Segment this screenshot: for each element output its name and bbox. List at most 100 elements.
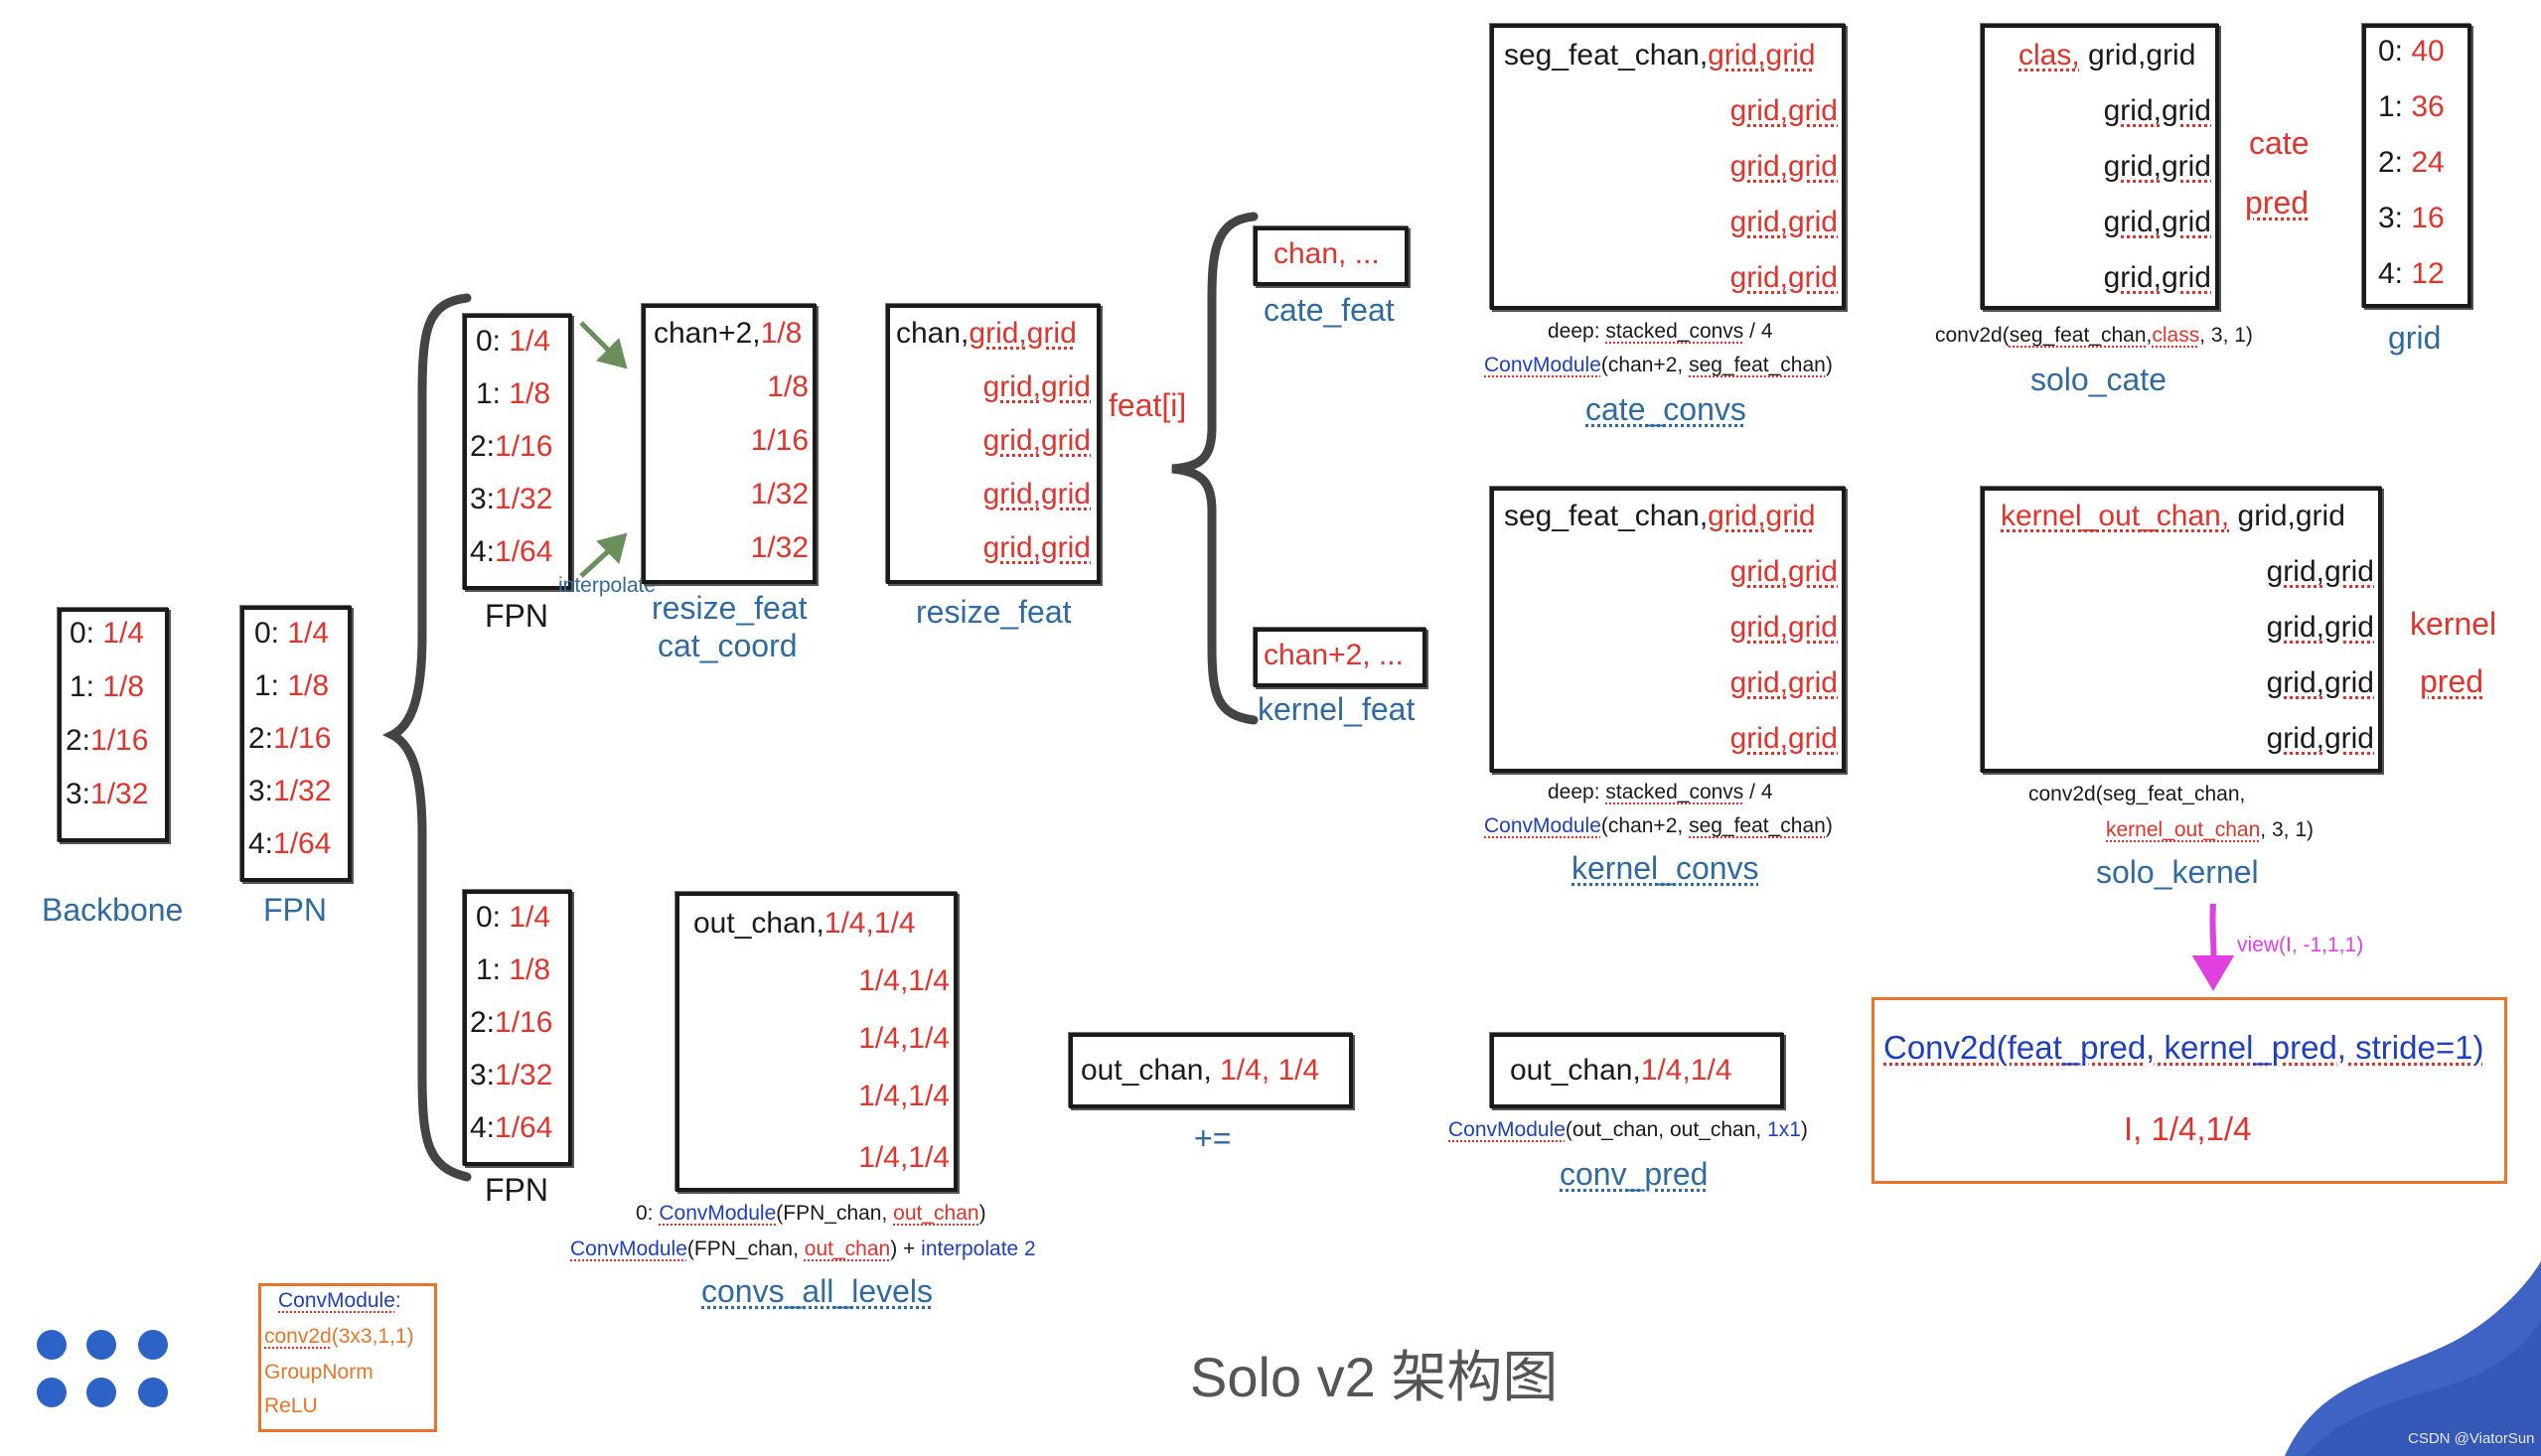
cate-convs-label: cate_convs [1585,391,1746,427]
fpn-bottom-row-2: 2:1/16 [470,1006,553,1039]
resize-cat-row-0: chan+2,1/8 [654,317,803,350]
fpn-main-label: FPN [263,892,327,928]
solo-kernel-note-2: kernel_out_chan, 3, 1) [2106,818,2314,841]
solo-kernel-note-1: conv2d(seg_feat_chan, [2028,783,2246,805]
fpn-bottom-label: FPN [485,1172,548,1208]
grid-row-4: 4: 12 [2378,257,2445,290]
fpn-top-row-3: 3:1/32 [470,483,553,515]
fpn-top-row-4: 4:1/64 [470,535,553,568]
kernel-convs-label: kernel_convs [1571,850,1759,886]
convs-all-levels-note-2: ConvModule(FPN_chan, out_chan) + interpo… [570,1238,1036,1260]
fpn-top-label: FPN [485,598,548,634]
resize-feat-row-2: grid,grid [982,424,1091,457]
solo-kernel-side-2: pred [2420,663,2484,699]
fpn-main-row-0: 0: 1/4 [254,617,330,650]
resize-cat-row-4: 1/32 [750,531,809,564]
kernel-feat-label: kernel_feat [1258,691,1416,727]
kernel-feat-text: chan+2, ... [1264,639,1404,671]
solo-kernel-row-1: grid,grid [2266,555,2374,588]
cate-feat-box [1254,226,1409,286]
solo-kernel-box [1981,487,2382,773]
cate-convs-row-0: seg_feat_chan,grid,grid [1504,39,1816,72]
convs-all-levels-row-3: 1/4,1/4 [858,1080,950,1112]
resize-feat-box [886,304,1101,584]
solo-cate-row-3: grid,grid [2103,206,2211,238]
backbone-row-0: 0: 1/4 [70,617,145,650]
cate-convs-row-2: grid,grid [1729,150,1838,183]
resize-cat-row-2: 1/16 [750,424,809,457]
convs-all-levels-row-2: 1/4,1/4 [858,1022,950,1055]
convs-all-levels-label: convs_all_levels [701,1273,934,1309]
legend-line-1: conv2d(3x3,1,1) [264,1325,414,1348]
logo-dots [37,1330,168,1407]
final-box [1871,997,2507,1184]
backbone-row-3: 3:1/32 [66,778,149,810]
solo-cate-row-0: clas, grid,grid [2018,39,2196,72]
resize-cat-label-1: resize_feat [652,590,808,626]
solo-kernel-row-3: grid,grid [2266,666,2374,699]
legend-title: ConvModule: [278,1289,401,1312]
cate-convs-row-1: grid,grid [1729,94,1838,127]
cate-convs-note-1: deep: stacked_convs / 4 [1548,320,1773,343]
fpn-bottom-row-0: 0: 1/4 [476,901,551,934]
solo-kernel-label: solo_kernel [2096,854,2259,890]
fpn-bottom-row-4: 4:1/64 [470,1111,553,1144]
solo-kernel-row-0: kernel_out_chan, grid,grid [2001,500,2345,532]
resize-cat-row-3: 1/32 [750,478,809,510]
grid-row-3: 3: 16 [2378,202,2445,234]
page-title: Solo v2 架构图 [1190,1346,1559,1408]
conv-pred-box [1490,1033,1784,1108]
resize-feat-row-4: grid,grid [982,531,1091,564]
grid-box [2362,24,2471,308]
fpn-top-row-2: 2:1/16 [470,430,553,463]
legend-line-3: ReLU [264,1394,318,1417]
view-label: view(I, -1,1,1) [2237,934,2364,956]
resize-feat-row-0: chan,grid,grid [896,317,1077,350]
convs-all-levels-box [675,892,958,1192]
kernel-convs-note-1: deep: stacked_convs / 4 [1548,781,1773,803]
kernel-convs-box [1490,487,1846,773]
feat-i-label: feat[i] [1109,387,1187,423]
legend-box [258,1283,437,1432]
grid-label: grid [2388,320,2442,356]
kernel-convs-row-2: grid,grid [1729,611,1838,644]
resize-cat-box [642,304,817,584]
cate-feat-text: chan, ... [1273,237,1380,270]
cate-convs-box [1490,24,1846,310]
fpn-bottom-box [463,890,572,1166]
solo-cate-side-1: cate [2249,125,2310,161]
resize-cat-row-1: 1/8 [767,370,809,403]
sum-box-text: out_chan, 1/4, 1/4 [1081,1054,1320,1087]
convs-all-levels-row-0: out_chan,1/4,1/4 [693,907,916,940]
solo-cate-side-2: pred [2245,185,2310,220]
grid-row-0: 0: 40 [2378,35,2445,68]
conv-pred-text: out_chan,1/4,1/4 [1510,1054,1732,1087]
interpolate-label: interpolate [558,574,657,597]
solo-cate-row-2: grid,grid [2103,150,2211,183]
resize-feat-row-1: grid,grid [982,370,1091,403]
kernel-convs-row-3: grid,grid [1729,666,1838,699]
solo-cate-row-4: grid,grid [2103,261,2211,294]
solo-kernel-side-1: kernel [2410,606,2497,642]
solo-cate-note: conv2d(seg_feat_chan,class, 3, 1) [1935,324,2253,347]
sum-label: += [1194,1120,1232,1156]
backbone-row-2: 2:1/16 [66,724,149,757]
sum-box [1069,1033,1353,1108]
fpn-main-row-2: 2:1/16 [248,722,332,755]
fpn-main-box [240,606,352,882]
cate-convs-row-4: grid,grid [1729,261,1838,294]
cate-convs-row-3: grid,grid [1729,206,1838,238]
fpn-main-row-4: 4:1/64 [248,827,332,860]
solo-kernel-row-2: grid,grid [2266,611,2374,644]
grid-row-1: 1: 36 [2378,90,2445,123]
kernel-convs-row-1: grid,grid [1729,555,1838,588]
backbone-label: Backbone [42,892,184,928]
fpn-top-row-1: 1: 1/8 [476,377,551,410]
resize-cat-label-2: cat_coord [658,628,798,663]
resize-feat-row-3: grid,grid [982,478,1091,510]
cate-convs-note-2: ConvModule(chan+2, seg_feat_chan) [1484,354,1833,376]
fpn-top-row-0: 0: 1/4 [476,325,551,358]
solo-cate-row-1: grid,grid [2103,94,2211,127]
